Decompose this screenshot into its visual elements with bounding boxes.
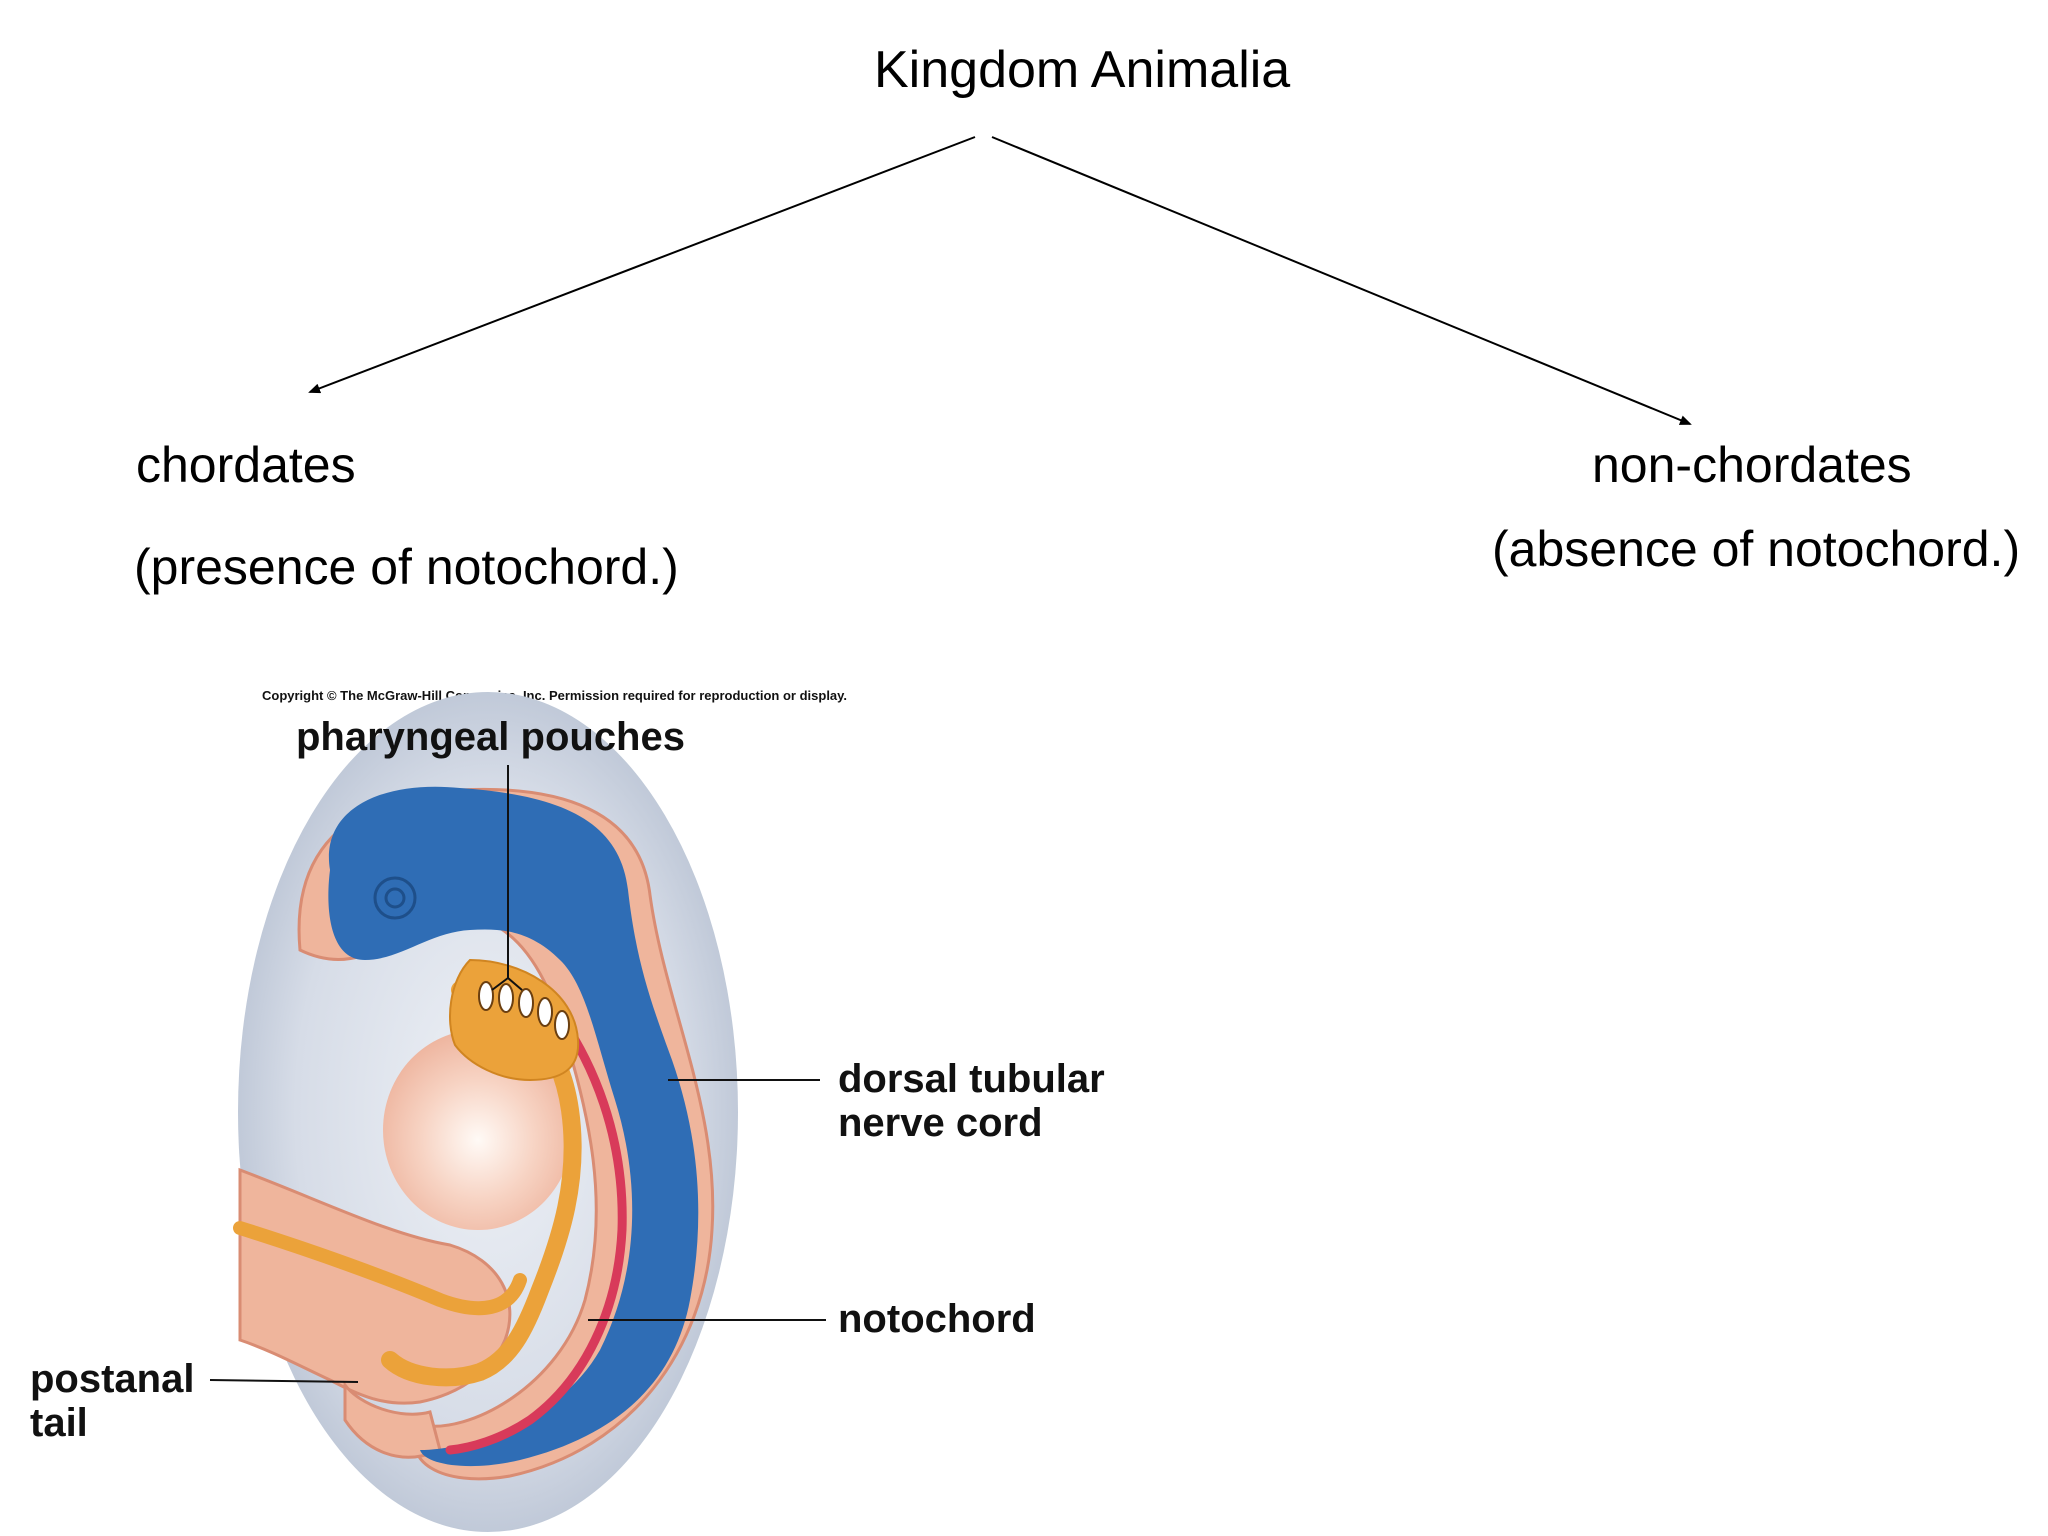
leader-lines (209, 765, 826, 1383)
label-dorsal-tubular: dorsal tubular (838, 1057, 1105, 1101)
branch-non-chordates-note: (absence of notochord.) (1492, 521, 2021, 577)
label-tail: tail (30, 1401, 88, 1445)
branch-chordates: chordates (136, 437, 356, 493)
arrow-to-non-chordates (991, 136, 1692, 425)
branch-chordates-note: (presence of notochord.) (134, 539, 679, 595)
arrow-to-chordates (308, 136, 976, 394)
label-notochord: notochord (838, 1297, 1036, 1341)
gut-lower (233, 1221, 527, 1316)
pouch-slit (478, 981, 494, 1011)
pouch-slit (554, 1010, 570, 1040)
label-nerve-cord: nerve cord (838, 1101, 1043, 1145)
label-pharyngeal-pouches: pharyngeal pouches (296, 715, 685, 759)
eye-icon (373, 876, 417, 920)
figure-copyright: Copyright © The McGraw-Hill Companies, I… (262, 688, 847, 703)
dorsal-nerve-cord-shape (328, 786, 699, 1467)
pouch-slit (537, 997, 553, 1027)
label-postanal: postanal (30, 1357, 194, 1401)
chordate-embryo-figure: Copyright © The McGraw-Hill Companies, I… (30, 688, 1105, 1532)
pouch-slit (518, 988, 534, 1018)
notochord-shape (445, 995, 627, 1455)
branch-non-chordates: non-chordates (1592, 437, 1912, 493)
diagram-title: Kingdom Animalia (874, 41, 1291, 99)
pouch-slit (498, 983, 514, 1013)
tree-branches (308, 136, 1692, 425)
